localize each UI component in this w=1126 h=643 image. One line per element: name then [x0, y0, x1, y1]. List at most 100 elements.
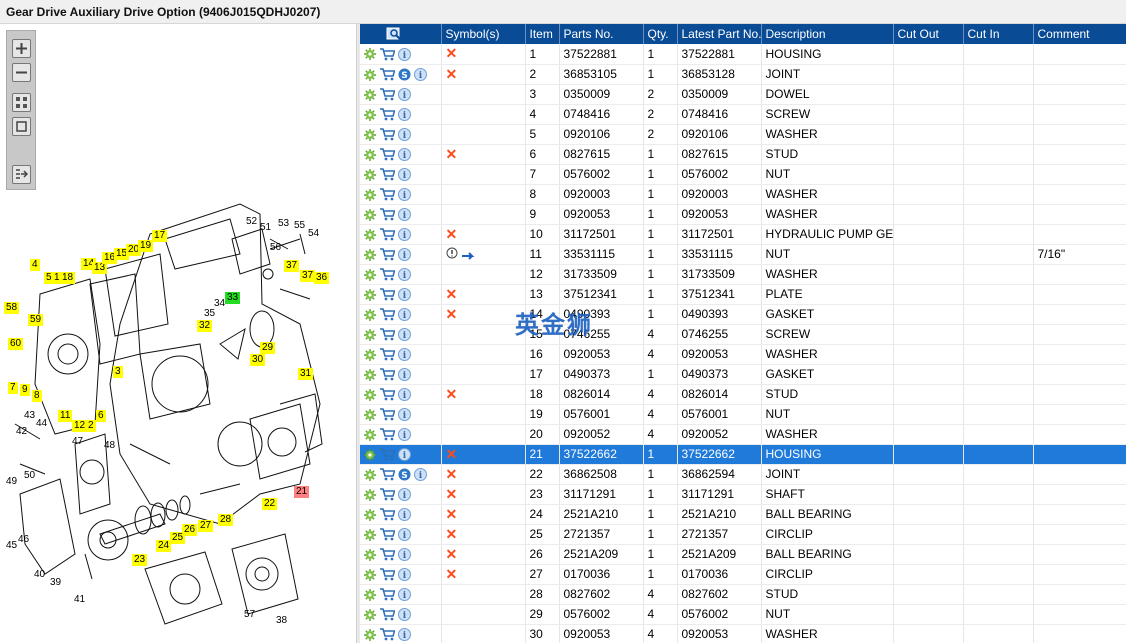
diagram-callout[interactable]: 47 [72, 436, 84, 447]
export-button[interactable] [12, 165, 31, 184]
gear-icon[interactable] [364, 388, 376, 401]
diagram-callout[interactable]: 57 [244, 609, 256, 620]
cart-icon[interactable] [379, 68, 395, 81]
gear-icon[interactable] [364, 228, 376, 241]
gear-icon[interactable] [364, 268, 376, 281]
info-icon[interactable]: i [398, 208, 411, 222]
diagram-callout[interactable]: 4 [30, 259, 40, 271]
info-icon[interactable]: i [398, 428, 411, 442]
cart-icon[interactable] [379, 88, 395, 101]
zoom-out-button[interactable] [12, 63, 31, 82]
diagram-callout[interactable]: 53 [278, 218, 290, 229]
cart-icon[interactable] [379, 548, 395, 561]
info-icon[interactable]: i [398, 368, 411, 382]
diagram-callout[interactable]: 19 [138, 240, 154, 252]
diagram-callout[interactable]: 36 [314, 272, 330, 284]
diagram-callout[interactable]: 38 [276, 615, 288, 626]
diagram-callout[interactable]: 16 [102, 252, 118, 264]
info-icon[interactable]: i [398, 608, 411, 622]
cart-icon[interactable] [379, 208, 395, 221]
cart-icon[interactable] [379, 348, 395, 361]
info-icon[interactable]: i [398, 88, 411, 102]
header-cut-out[interactable]: Cut Out [893, 24, 964, 44]
gear-icon[interactable] [364, 488, 376, 501]
gear-icon[interactable] [364, 608, 376, 621]
info-icon[interactable]: i [398, 308, 411, 322]
info-icon[interactable]: i [398, 548, 411, 562]
diagram-callout[interactable]: 33 [225, 292, 241, 304]
header-cut-in[interactable]: Cut In [963, 24, 1034, 44]
info-icon[interactable]: i [398, 108, 411, 122]
info-icon[interactable]: i [398, 488, 411, 502]
diagram-callout[interactable]: 43 [24, 410, 36, 421]
header-description[interactable]: Description [761, 24, 894, 44]
cart-icon[interactable] [379, 488, 395, 501]
header-preview[interactable] [360, 24, 442, 44]
cart-icon[interactable] [379, 468, 395, 481]
diagram-callout[interactable]: 51 [260, 222, 272, 233]
diagram-callout[interactable]: 37 [284, 260, 300, 272]
diagram-callout[interactable]: 52 [246, 216, 258, 227]
diagram-callout[interactable]: 54 [308, 228, 320, 239]
diagram-callout[interactable]: 11 [58, 410, 73, 422]
cart-icon[interactable] [379, 108, 395, 121]
cart-icon[interactable] [379, 228, 395, 241]
cart-icon[interactable] [379, 288, 395, 301]
diagram-callout[interactable]: 15 [114, 248, 130, 260]
cart-icon[interactable] [379, 248, 395, 261]
diagram-callout[interactable]: 60 [8, 338, 24, 350]
panel-splitter[interactable] [356, 24, 360, 643]
diagram-callout[interactable]: 48 [104, 440, 116, 451]
diagram-callout[interactable]: 55 [294, 220, 306, 231]
cart-icon[interactable] [379, 568, 395, 581]
gear-icon[interactable] [364, 448, 376, 461]
diagram-callout[interactable]: 27 [198, 520, 214, 532]
diagram-callout[interactable]: 24 [156, 540, 172, 552]
diagram-callout[interactable]: 42 [16, 426, 28, 437]
diagram-callout[interactable]: 45 [6, 540, 18, 551]
gear-icon[interactable] [364, 288, 376, 301]
supersession-icon[interactable]: S [398, 468, 411, 481]
cart-icon[interactable] [379, 588, 395, 601]
gear-icon[interactable] [364, 248, 376, 261]
gear-icon[interactable] [364, 88, 376, 101]
cart-icon[interactable] [379, 368, 395, 381]
diagram-callout[interactable]: 32 [197, 320, 213, 332]
diagram-callout[interactable]: 26 [182, 524, 198, 536]
cart-icon[interactable] [379, 148, 395, 161]
info-icon[interactable]: i [398, 388, 411, 402]
diagram-callout[interactable]: 35 [204, 308, 216, 319]
gear-icon[interactable] [364, 148, 376, 161]
cart-icon[interactable] [379, 308, 395, 321]
info-icon[interactable]: i [398, 268, 411, 282]
diagram-callout[interactable]: 5 [44, 272, 54, 284]
diagram-callout[interactable]: 58 [4, 302, 20, 314]
info-icon[interactable]: i [398, 448, 411, 462]
gear-icon[interactable] [364, 48, 376, 61]
info-icon[interactable]: i [398, 228, 411, 242]
info-icon[interactable]: i [398, 528, 411, 542]
cart-icon[interactable] [379, 388, 395, 401]
diagram-callout[interactable]: 6 [96, 410, 106, 422]
diagram-callout[interactable]: 13 [92, 262, 108, 274]
info-icon[interactable]: i [398, 408, 411, 422]
header-comment[interactable]: Comment [1033, 24, 1126, 44]
diagram-callout[interactable]: 46 [18, 534, 30, 545]
